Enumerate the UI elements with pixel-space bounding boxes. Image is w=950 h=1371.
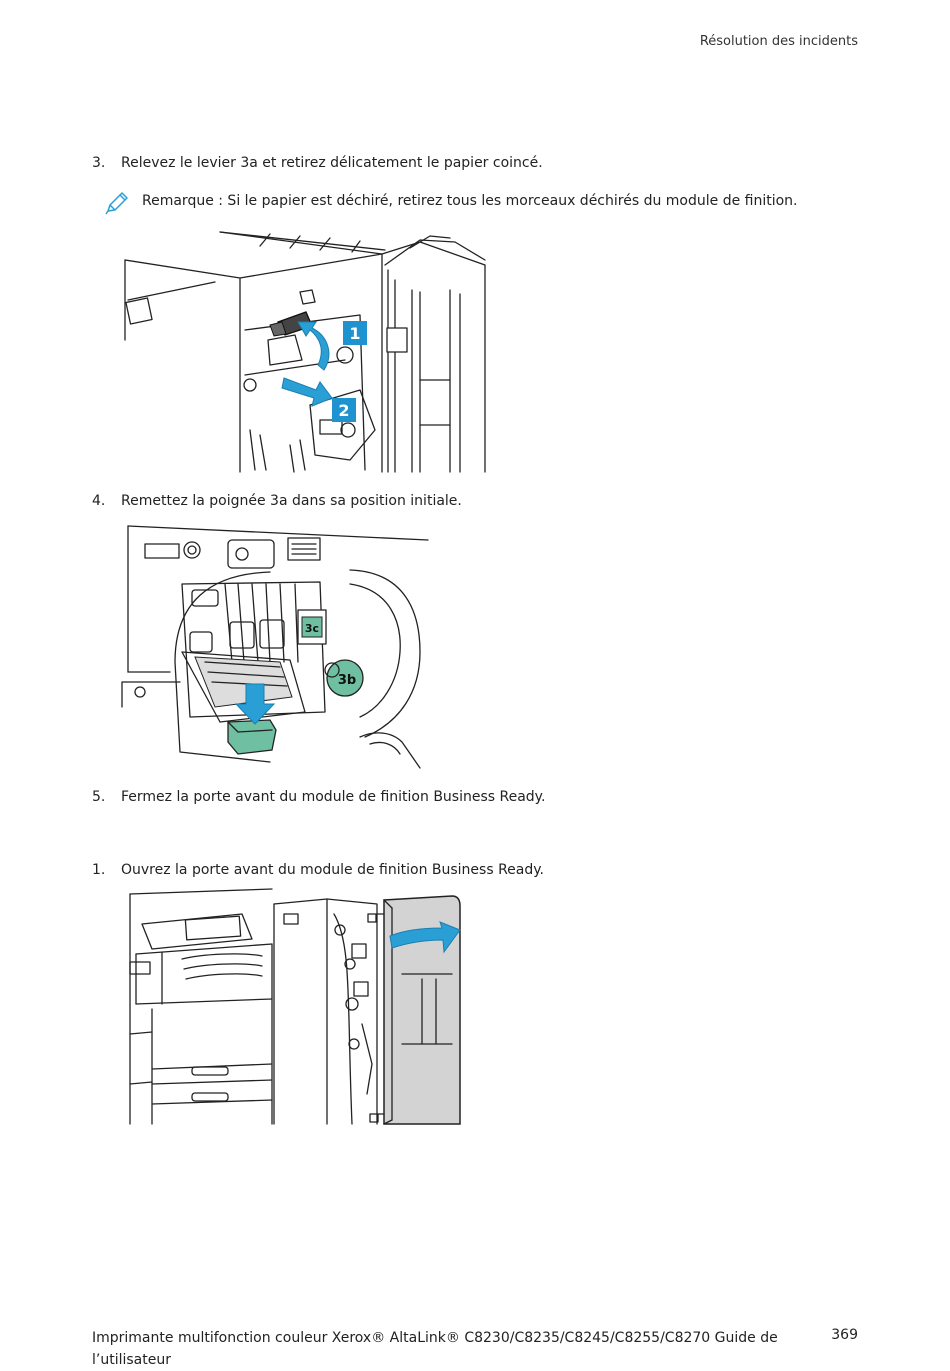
step-text: Ouvrez la porte avant du module de finit… [121,862,545,878]
callout-3b: 3b [338,673,356,688]
step-number: 1. [92,862,106,878]
note-text: Remarque : Si le papier est déchiré, ret… [142,193,798,209]
callout-3c: 3c [305,622,319,635]
step-text: Remettez la poignée 3a dans sa position … [121,493,462,509]
step-text: Fermez la porte avant du module de finit… [121,789,546,805]
page-number: 369 [831,1327,858,1343]
pencil-icon [104,190,130,220]
step-number: 5. [92,789,106,805]
step-number: 4. [92,493,106,509]
figure-lift-lever-3a: 1 2 [124,231,486,473]
running-header: Résolution des incidents [699,34,858,49]
step-number: 3. [92,155,106,171]
figure-open-front-door [129,888,461,1125]
callout-1: 1 [349,324,360,343]
step-text: Relevez le levier 3a et retirez délicate… [121,155,543,171]
footer-document-title: Imprimante multifonction couleur Xerox® … [92,1330,778,1368]
figure-return-handle-3a: 3c 3b [121,525,429,769]
callout-2: 2 [338,401,349,420]
